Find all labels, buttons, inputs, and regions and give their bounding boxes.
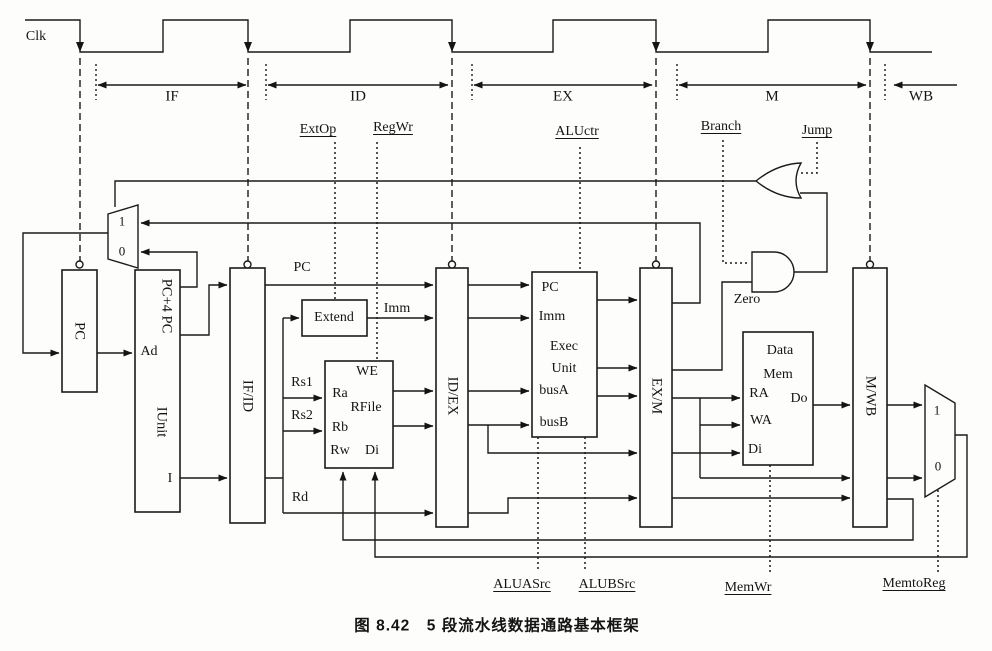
stage-wb-label: WB: [908, 88, 934, 105]
datamem-ra-port-label: RA: [749, 386, 769, 401]
stage-if-label: IF: [165, 88, 179, 105]
pc-to-ifid: [180, 281, 228, 336]
rd-wire-label: Rd: [291, 490, 309, 505]
memtoreg-mux: [924, 383, 956, 499]
clock-edge-arrows: [76, 42, 874, 52]
aluasrc-signal-label: ALUASrc: [493, 577, 551, 592]
ifid-register-box: [229, 267, 266, 524]
rfile-rw-port-label: Rw: [330, 443, 350, 458]
idex-register-label: ID/EX: [444, 376, 461, 416]
clk-label: Clk: [25, 29, 47, 44]
pc-register-box: [61, 269, 98, 393]
pcsrc-mux: [107, 204, 139, 269]
branch-signal-label: Branch: [700, 119, 742, 134]
data-mem-box: [742, 331, 814, 466]
or-gate: [754, 162, 803, 199]
control-lines: [334, 140, 939, 572]
datamem-label-line1: Data: [766, 343, 794, 358]
pc-wire-label: PC: [293, 260, 311, 275]
and-to-or-wire: [794, 192, 828, 273]
branch-target-feedback: [140, 219, 701, 304]
iunit-ad-port-label: Ad: [140, 344, 158, 359]
mwb-register-box: [852, 267, 888, 528]
exec-imm-port-label: Imm: [538, 309, 566, 324]
iunit-label: IUnit: [153, 406, 170, 438]
idex-rd-out: [468, 494, 638, 514]
iunit-box: [134, 269, 181, 513]
regwr-signal-label: RegWr: [373, 120, 413, 135]
exm-register-label: EX/M: [648, 377, 665, 415]
memtoreg-mux-input0-label: 0: [934, 458, 942, 474]
stage-boundary-stubs: [95, 64, 886, 100]
figure-caption: 图 8.42 5 段流水线数据通路基本框架: [354, 617, 640, 635]
iunit-pc4pc-ports-label: PC+4 PC: [158, 278, 175, 334]
or-to-pcmux-select: [114, 180, 756, 207]
exec-unit-label-line2: Unit: [551, 361, 577, 376]
mux-to-pc: [22, 232, 108, 357]
rfile-we-port-label: WE: [356, 364, 378, 379]
writeback-rd-wire: [339, 471, 914, 541]
datamem-do-port-label: Do: [790, 391, 808, 406]
clock-waveform: [25, 19, 932, 53]
datamem-di-port-label: Di: [748, 442, 762, 457]
rfile-rb-port-label: Rb: [331, 420, 349, 435]
exec-busa-port-label: busA: [539, 383, 569, 398]
jump-signal-label: Jump: [801, 123, 833, 138]
clock-dashed-lines: [79, 58, 871, 261]
ifid-register-label: IF/ID: [239, 379, 256, 413]
rfile-box: [324, 360, 394, 469]
extend-label: Extend: [314, 310, 354, 325]
exec-busb-port-label: busB: [539, 415, 569, 430]
rs2-wire-label: Rs2: [291, 408, 313, 423]
stage-id-label: ID: [350, 88, 366, 105]
memtoreg-mux-input1-label: 1: [933, 402, 941, 418]
alubsrc-signal-label: ALUBSrc: [578, 577, 636, 592]
memtoreg-signal-label: MemtoReg: [882, 576, 946, 591]
rfile-label: RFile: [350, 400, 382, 415]
exec-pc-port-label: PC: [541, 280, 559, 295]
busb-bypass: [487, 425, 638, 457]
extop-signal-label: ExtOp: [299, 122, 337, 137]
pcsrc-mux-input0-label: 0: [118, 243, 126, 259]
imm-wire-label: Imm: [383, 301, 411, 316]
writeback-data-wire: [371, 434, 968, 558]
clk-bubbles: [75, 260, 875, 269]
memwr-signal-label: MemWr: [724, 580, 772, 595]
extend-box: [301, 299, 368, 337]
pc-register-label: PC: [71, 322, 88, 340]
exec-unit-box: [531, 271, 598, 438]
datamem-wa-port-label: WA: [750, 413, 772, 428]
iunit-i-port-label: I: [167, 471, 173, 486]
exec-unit-label-line1: Exec: [550, 339, 578, 354]
stage-ex-label: EX: [553, 88, 573, 105]
pcsrc-mux-input1-label: 1: [118, 213, 126, 229]
rs1-wire-label: Rs1: [291, 375, 313, 390]
stage-m-label: M: [765, 88, 779, 105]
zero-wire: [672, 281, 752, 371]
rfile-ra-port-label: Ra: [332, 386, 348, 401]
datamem-label-line2: Mem: [763, 367, 793, 382]
pc-plus4-to-mux: [140, 248, 198, 288]
zero-wire-label: Zero: [733, 292, 761, 307]
and-gate: [751, 251, 795, 293]
aluctr-signal-label: ALUctr: [555, 124, 599, 139]
rfile-di-port-label: Di: [365, 443, 379, 458]
mwb-register-label: M/WB: [862, 375, 879, 417]
